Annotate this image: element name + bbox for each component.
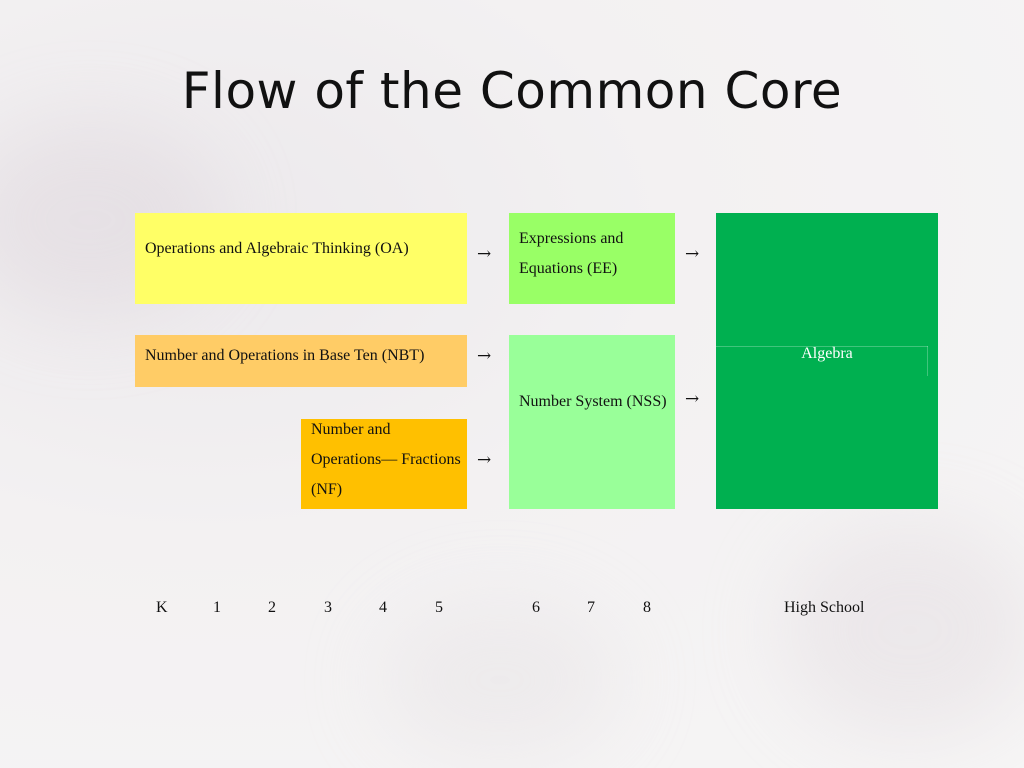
box-label: Operations and Algebraic Thinking (OA) — [145, 240, 409, 257]
grade-label-k: K — [156, 599, 168, 616]
grade-label-8: 8 — [643, 599, 651, 616]
box-number-system: Number System (NSS) — [509, 335, 675, 509]
divider — [927, 346, 928, 376]
box-label: Expressions and Equations (EE) — [519, 230, 624, 277]
slide-title: Flow of the Common Core — [181, 62, 843, 120]
grade-label-6: 6 — [532, 599, 540, 616]
box-label: Number and Operations— Fractions (NF) — [311, 421, 461, 498]
box-number-operations-base-ten: Number and Operations in Base Ten (NBT) — [135, 335, 467, 387]
divider — [716, 346, 928, 347]
box-label: Number and Operations in Base Ten (NBT) — [145, 347, 425, 364]
arrow-right-icon: → — [477, 244, 492, 264]
arrow-right-icon: → — [685, 244, 700, 264]
grade-label-2: 2 — [268, 599, 276, 616]
arrow-right-icon: → — [685, 389, 700, 409]
box-label: Number System (NSS) — [519, 393, 667, 410]
grade-label-3: 3 — [324, 599, 332, 616]
grade-label-1: 1 — [213, 599, 221, 616]
grade-label-5: 5 — [435, 599, 443, 616]
arrow-right-icon: → — [477, 346, 492, 366]
grade-label-4: 4 — [379, 599, 387, 616]
arrow-right-icon: → — [477, 450, 492, 470]
box-operations-algebraic-thinking: Operations and Algebraic Thinking (OA) — [135, 213, 467, 304]
box-algebra: Algebra — [716, 213, 938, 509]
box-label: Algebra — [801, 345, 853, 362]
grade-label-7: 7 — [587, 599, 595, 616]
grade-label-high-school: High School — [784, 599, 865, 616]
background-blob — [780, 520, 1024, 740]
box-expressions-equations: Expressions and Equations (EE) — [509, 213, 675, 304]
box-number-operations-fractions: Number and Operations— Fractions (NF) — [301, 419, 467, 509]
background-blob — [380, 600, 620, 760]
